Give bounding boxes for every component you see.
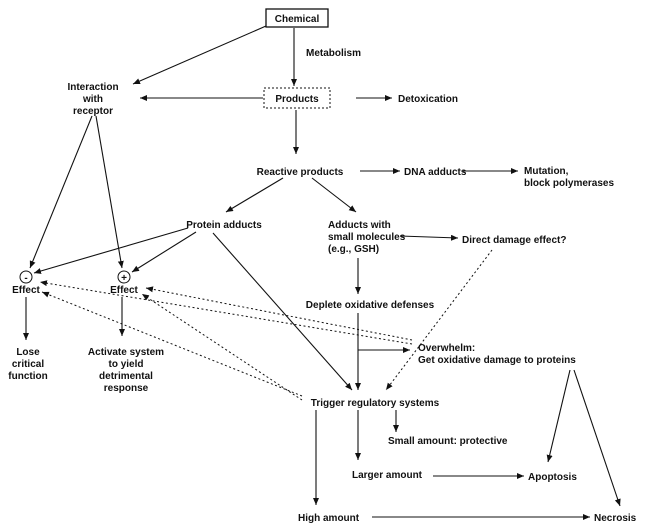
- arrow-interaction-effect-pos: [95, 115, 124, 269]
- lose-critical-label-2: critical: [12, 359, 44, 370]
- arrow-protein-trigger: [212, 232, 353, 391]
- mutation-label-2: block polymerases: [524, 178, 614, 189]
- effect-pos-label: Effect: [110, 285, 138, 296]
- interaction-label-3: receptor: [73, 106, 113, 117]
- products-label: Products: [275, 94, 319, 105]
- solid-arrows: [23, 25, 621, 520]
- arrow-small-adducts-direct-damage: [399, 234, 459, 241]
- adducts-small-label-3: (e.g., GSH): [328, 244, 379, 255]
- adducts-small-label-2: small molecules: [328, 232, 406, 243]
- trigger-label: Trigger regulatory systems: [311, 398, 440, 409]
- larger-amount-label: Larger amount: [352, 470, 423, 481]
- necrosis-label: Necrosis: [594, 513, 637, 524]
- detoxication-label: Detoxication: [398, 94, 458, 105]
- activate-system-label-2: to yield: [108, 359, 143, 370]
- adducts-small-label-1: Adducts with: [328, 220, 391, 231]
- small-amount-label: Small amount: protective: [388, 436, 508, 447]
- protein-adducts-label: Protein adducts: [186, 220, 262, 231]
- reactive-products-label: Reactive products: [257, 167, 344, 178]
- dotted-arrows: [39, 249, 493, 401]
- arrow-protein-effect-pos: [131, 231, 197, 273]
- overwhelm-label-1: Overwhelm:: [418, 343, 475, 354]
- activate-system-label-3: detrimental: [99, 371, 153, 382]
- lose-critical-label-3: function: [8, 371, 47, 382]
- chemical-label: Chemical: [275, 14, 320, 25]
- products-box: [263, 87, 331, 109]
- dna-adducts-label: DNA adducts: [404, 167, 467, 178]
- activate-system-label-4: response: [104, 383, 149, 394]
- arrow-reactive-small-adducts: [311, 177, 357, 213]
- direct-damage-label: Direct damage effect?: [462, 235, 566, 246]
- deplete-label: Deplete oxidative defenses: [306, 300, 435, 311]
- negative-effect-circle: [19, 270, 33, 284]
- positive-effect-circle: [117, 270, 131, 284]
- interaction-label-1: Interaction: [67, 82, 118, 93]
- chemical-box: [265, 8, 329, 28]
- dotted-direct-damage-trigger: [385, 249, 493, 391]
- metabolism-label: Metabolism: [306, 48, 361, 59]
- interaction-label-2: with: [82, 94, 103, 105]
- arrow-reactive-protein-adducts: [225, 177, 284, 213]
- arrow-overwhelm-apoptosis: [546, 369, 571, 463]
- effect-neg-label: Effect: [12, 285, 40, 296]
- arrow-overwhelm-necrosis: [573, 369, 621, 507]
- dotted-trigger-effect-neg: [41, 291, 303, 397]
- apoptosis-label: Apoptosis: [528, 472, 577, 483]
- lose-critical-label-1: Lose: [16, 347, 40, 358]
- overwhelm-label-2: Get oxidative damage to proteins: [418, 355, 576, 366]
- negative-effect-sign: -: [24, 273, 27, 284]
- activate-system-label-1: Activate system: [88, 347, 164, 358]
- positive-effect-sign: +: [121, 273, 127, 284]
- arrow-chemical-interaction: [132, 25, 267, 85]
- dotted-trigger-effect-pos: [141, 293, 303, 401]
- mutation-label-1: Mutation,: [524, 166, 569, 177]
- arrow-interaction-effect-neg: [29, 115, 93, 269]
- dotted-overwhelm-effect-pos: [145, 286, 413, 341]
- high-amount-label: High amount: [298, 513, 360, 524]
- arrow-protein-effect-neg: [33, 227, 189, 274]
